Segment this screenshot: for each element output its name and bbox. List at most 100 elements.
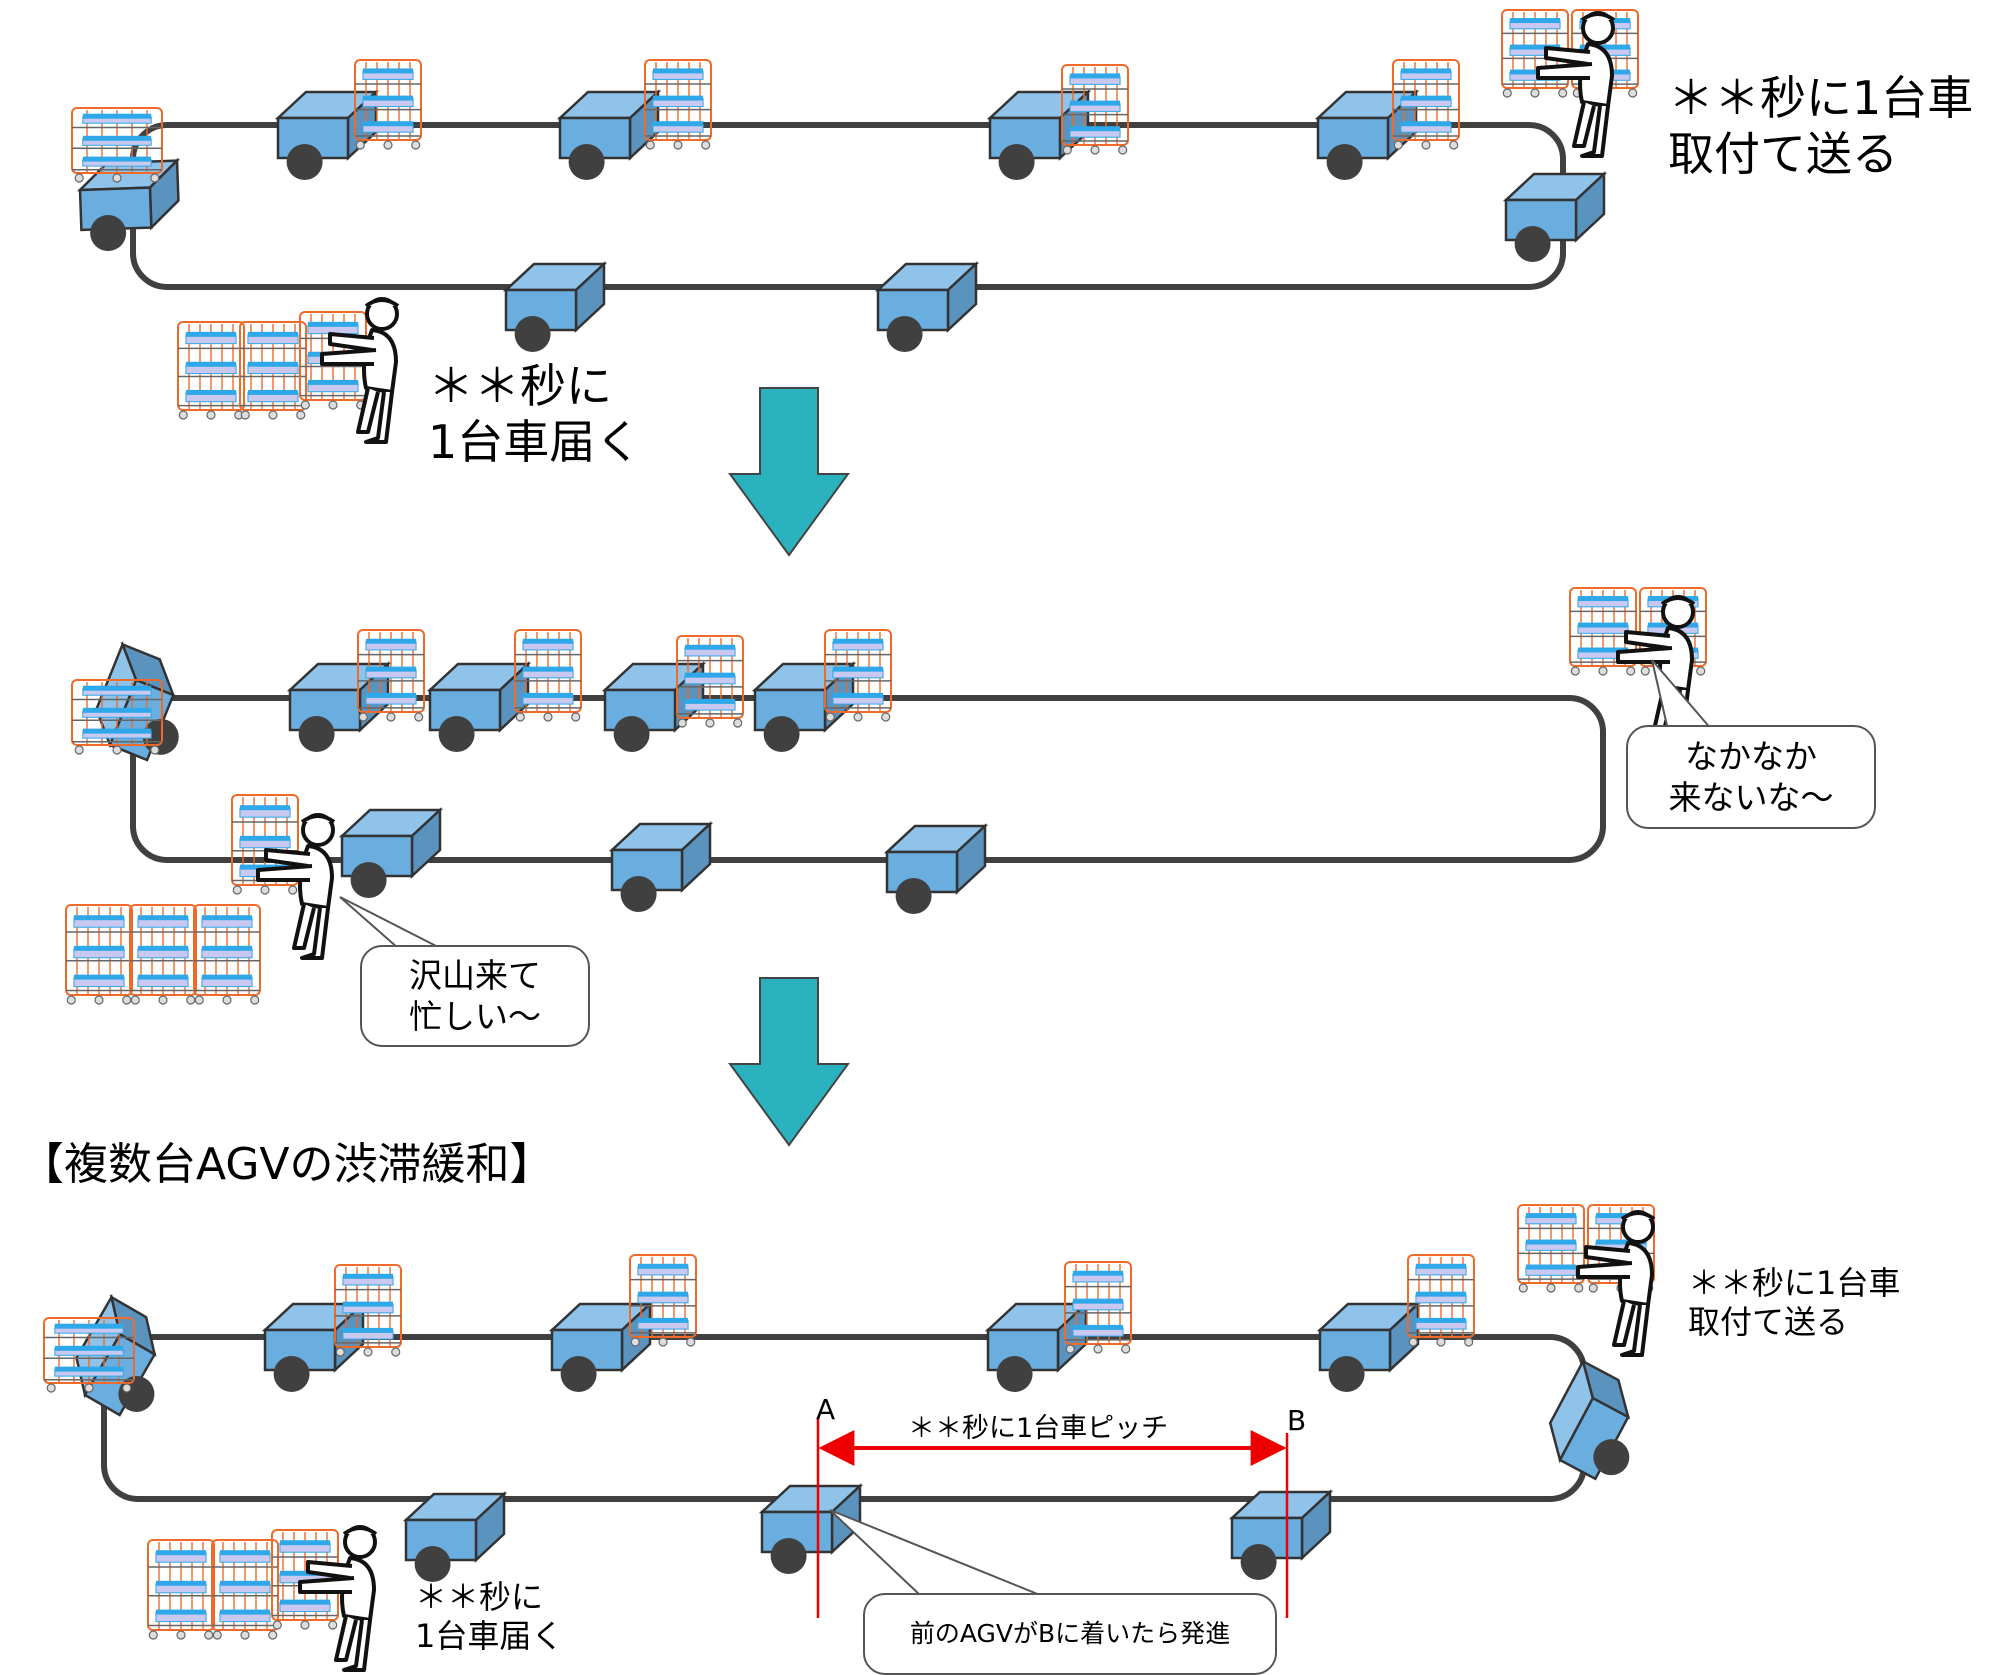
cage-tray-top xyxy=(82,728,152,734)
cage-caster xyxy=(571,712,581,722)
cage-caster xyxy=(1628,88,1638,98)
cage-tray-top xyxy=(73,974,125,980)
cage-caster xyxy=(186,995,196,1005)
roll-cart-p3-3 xyxy=(1064,1261,1132,1354)
worker-arm-lower xyxy=(320,348,377,366)
cage-caster xyxy=(1626,666,1636,676)
cage-tray-top xyxy=(279,1599,331,1605)
agv-wheel xyxy=(1326,144,1363,180)
worker-arm-lower xyxy=(1616,646,1673,664)
agv-loaded-p1-2 xyxy=(556,89,662,180)
cage-tray-top xyxy=(73,945,125,951)
worker-cap xyxy=(342,1526,378,1536)
cage-caster xyxy=(383,140,393,150)
agv-unloading-p2 xyxy=(95,640,179,762)
agv-wheel xyxy=(273,1356,310,1392)
worker-leg-back xyxy=(1612,1300,1636,1347)
cage-tray-top xyxy=(137,915,189,921)
roll-cart-p3-2 xyxy=(629,1254,697,1347)
cage-caster xyxy=(272,1620,282,1630)
cage-tray-top xyxy=(1400,68,1452,74)
cage-tray-top xyxy=(832,666,884,672)
cage-tray-top xyxy=(832,638,884,644)
agv-wheel xyxy=(298,716,335,752)
cage-caster xyxy=(240,1630,250,1640)
roll-cart-tipped-p2 xyxy=(71,679,163,755)
roll-cart-p2-1 xyxy=(357,629,425,722)
speech-bubble-busy-text: 沢山来て 忙しい～ xyxy=(409,955,541,1036)
cage-tray-top xyxy=(1069,100,1121,106)
roll-cart-stack-receive-p1-2 xyxy=(239,321,307,420)
agv-loaded-p3-2 xyxy=(548,1301,654,1392)
agv-wheel xyxy=(895,878,932,914)
worker-cap xyxy=(300,814,336,824)
cage-tray-top xyxy=(342,1301,394,1307)
cage-caster xyxy=(194,995,204,1005)
cage-tray-top xyxy=(219,1580,271,1586)
roll-cart-tipped-p3 xyxy=(43,1317,135,1393)
cage-caster xyxy=(881,712,891,722)
speech-bubble-rule-text: 前のAGVがBに着いたら発進 xyxy=(909,1619,1231,1649)
cage-caster xyxy=(1065,1344,1075,1354)
roll-cart-p1-2 xyxy=(644,59,712,150)
cage-caster xyxy=(1502,88,1512,98)
cage-caster xyxy=(300,400,310,410)
cage-caster xyxy=(240,410,250,420)
cage-tray-top xyxy=(637,1291,689,1297)
bubble-tail-rule xyxy=(829,1509,1041,1596)
cage-caster xyxy=(701,140,711,150)
cage-caster xyxy=(1598,666,1608,676)
agv-wheel xyxy=(886,316,923,352)
cage-tray-top xyxy=(307,321,359,327)
cage-caster xyxy=(1464,1337,1474,1347)
cage-tray-top xyxy=(247,361,299,367)
cage-caster xyxy=(686,1337,696,1347)
worker-arm-lower xyxy=(298,1576,355,1594)
panel3-receive-label: ＊＊秒に 1台車届く xyxy=(415,1578,564,1656)
cage-caster xyxy=(122,995,132,1005)
worker-arm-upper xyxy=(1624,630,1671,650)
cage-caster xyxy=(1408,1337,1418,1347)
worker-leg-front xyxy=(342,1619,372,1672)
roll-cart-stack-receive-p3-1 xyxy=(147,1539,215,1640)
cage-caster xyxy=(515,712,525,722)
cage-tray-top xyxy=(832,692,884,698)
agv-wheel xyxy=(998,144,1035,180)
cage-caster xyxy=(1093,1344,1103,1354)
cage-caster xyxy=(268,1630,278,1640)
worker-leg-back xyxy=(334,1615,358,1662)
cage-tray-top xyxy=(684,698,736,704)
cage-caster xyxy=(222,995,232,1005)
cage-tray-top xyxy=(1069,126,1121,132)
agv-empty-p2-2 xyxy=(608,821,714,912)
agv-layer xyxy=(75,89,1631,1582)
cage-caster xyxy=(386,712,396,722)
cage-tray-top xyxy=(54,1366,124,1372)
cage-caster xyxy=(122,1383,132,1393)
agv-empty-p3-1 xyxy=(402,1491,508,1582)
cage-caster xyxy=(1118,145,1128,155)
cage-tray-top xyxy=(54,1323,124,1329)
cage-caster xyxy=(411,140,421,150)
cage-tray-top xyxy=(1069,73,1121,79)
cage-tray-top xyxy=(684,644,736,650)
cage-caster xyxy=(543,712,553,722)
roll-cart-stack-send-p2-a xyxy=(1569,587,1637,676)
worker-arm-lower xyxy=(1576,1261,1633,1279)
cage-tray-top xyxy=(247,389,299,395)
agv-loaded-p1-1 xyxy=(274,89,380,180)
cage-caster xyxy=(1436,1337,1446,1347)
cage-tray-top xyxy=(137,974,189,980)
roll-cart-p1-4 xyxy=(1392,59,1460,150)
cage-caster xyxy=(335,1347,345,1357)
cage-caster xyxy=(363,1347,373,1357)
cage-caster xyxy=(300,1620,310,1630)
cage-tray-top xyxy=(652,68,704,74)
cage-tray-top xyxy=(522,638,574,644)
cage-caster xyxy=(825,712,835,722)
cage-caster xyxy=(150,173,160,183)
agv-wheel xyxy=(613,716,650,752)
speech-bubble-waiting-text: なかなか 来ないな～ xyxy=(1668,736,1834,817)
cage-caster xyxy=(1696,666,1706,676)
cage-caster xyxy=(853,712,863,722)
